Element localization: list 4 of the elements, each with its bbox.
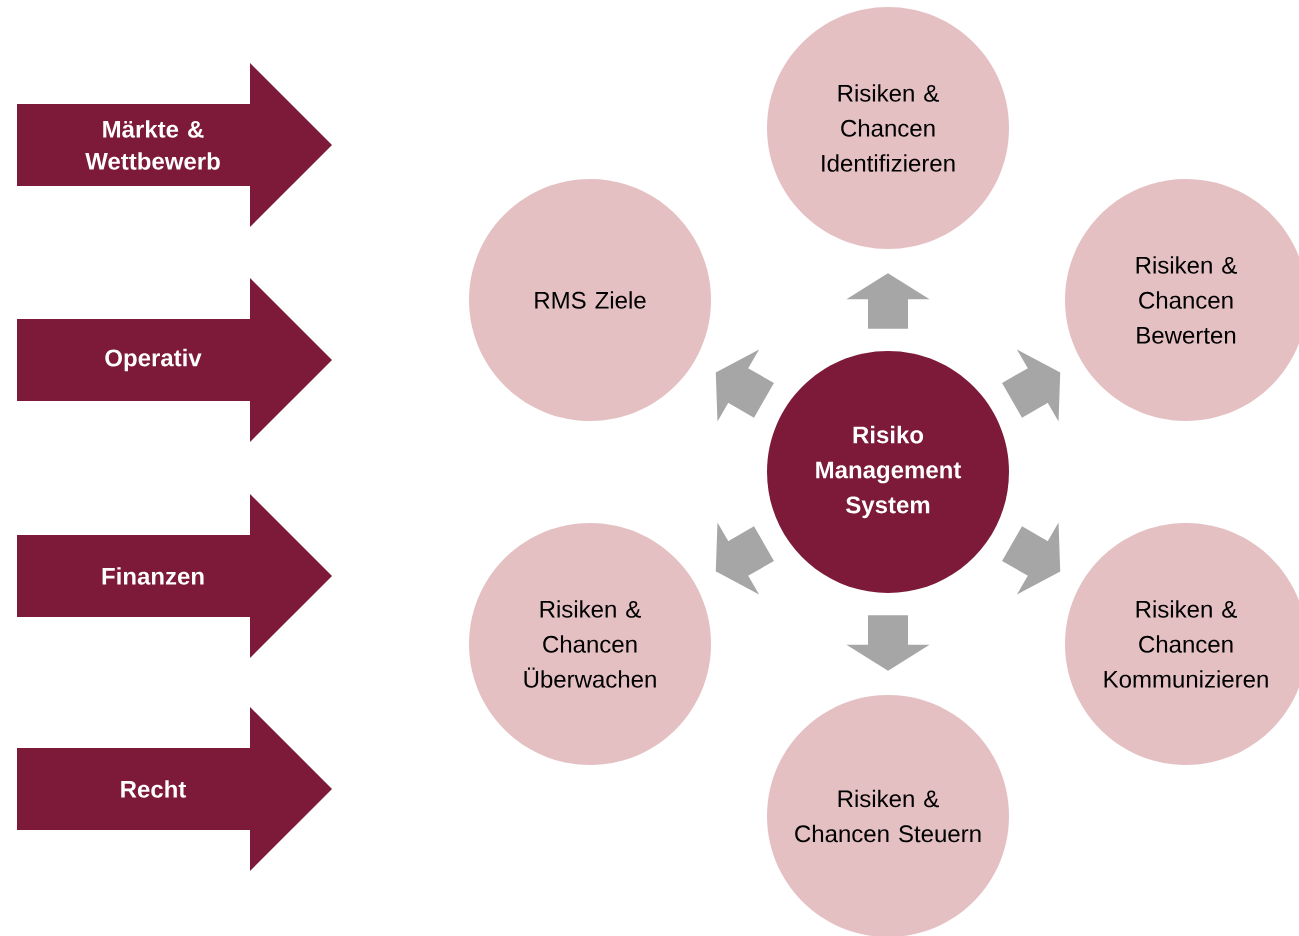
arrow-banner: Märkte & Wettbewerb: [17, 63, 332, 227]
arrow-banner: Operativ: [17, 278, 332, 442]
arrow-banner: Finanzen: [17, 494, 332, 658]
arrow-banner: Recht: [17, 707, 332, 871]
